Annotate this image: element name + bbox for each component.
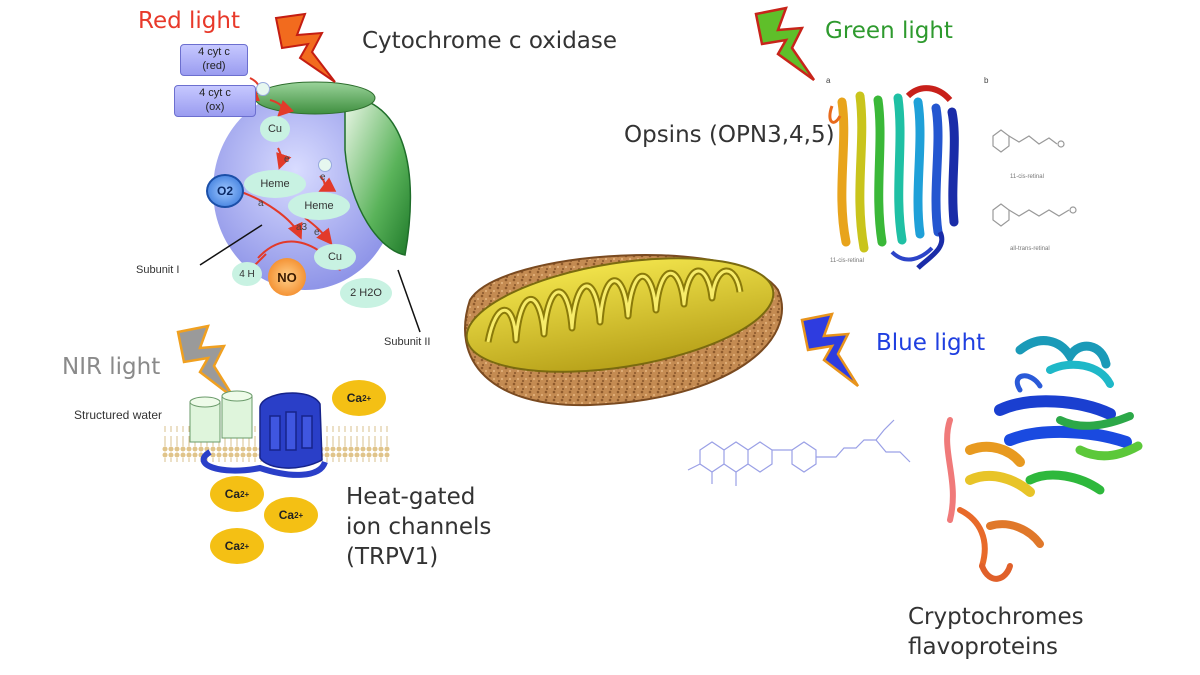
trpv1-protein (200, 392, 328, 478)
no-label: NO (277, 269, 297, 285)
heme-a-label: Heme (260, 178, 290, 190)
cryptochrome-protein-structure (944, 336, 1143, 582)
retinal-11cis-label: 11-cis-retinal (1010, 174, 1044, 180)
cu-b-label: Cu (327, 251, 343, 263)
flavin-molecule-structure (687, 419, 911, 486)
membrane-cap (254, 81, 376, 115)
green-lightning-icon (754, 6, 816, 82)
cyt-red-state: (red) (202, 60, 226, 72)
blue-light-label: Blue light (876, 330, 986, 356)
cryptochromes-line-1: Cryptochromes (908, 604, 1084, 630)
retinal-structures (992, 129, 1077, 227)
heme-a3-label: Heme (304, 200, 334, 212)
cryptochromes-line-2: flavoproteins (908, 634, 1059, 660)
cryptochromes-label: Cryptochromes flavoproteins (908, 602, 1084, 662)
h-plus-label: 4 H (239, 268, 255, 280)
cu-a-node: Cu (260, 116, 290, 142)
trpv1-line-1: Heat-gated (346, 484, 476, 510)
cytochrome-c-oxidase-title: Cytochrome c oxidase (362, 28, 618, 54)
opsin-structure-caption: 11-cis-retinal (830, 258, 864, 264)
no-molecule: NO (268, 258, 306, 296)
subunit-ii-body (344, 95, 412, 256)
trpv1-channel-illustration (162, 390, 390, 478)
electron-bubble (318, 158, 332, 172)
trpv1-line-3: (TRPV1) (346, 544, 439, 570)
opsin-protein-structure (828, 85, 959, 270)
heme-a3-node: Heme (288, 192, 350, 220)
cyt-ox-state: (ox) (205, 101, 225, 113)
cytochrome-c-oxidase-illustration (199, 12, 421, 333)
calcium-symbol: Ca (278, 508, 295, 522)
calcium-charge: 2+ (240, 541, 250, 551)
mitochondrion-matrix (465, 257, 775, 373)
red-lightning-icon (274, 12, 336, 83)
nir-light-label: NIR light (62, 354, 161, 380)
heme-a-sub-label: a (258, 198, 264, 209)
blue-lightning-icon (800, 312, 860, 387)
electron-label: e (314, 227, 320, 238)
calcium-symbol: Ca (224, 539, 241, 553)
green-light-label: Green light (825, 18, 953, 44)
nir-lightning-icon (176, 324, 236, 399)
electron-bubble (256, 82, 270, 96)
cyt-red-label: 4 cyt c (198, 46, 230, 58)
trpv1-line-2: ion channels (346, 514, 492, 540)
subunit-i-label: Subunit I (136, 264, 180, 276)
h2o-label: 2 H2O (350, 287, 382, 299)
heme-a3-sub-label: a3 (296, 222, 308, 233)
subunit-ii-label: Subunit II (384, 336, 431, 348)
trpv1-label: Heat-gated ion channels (TRPV1) (346, 482, 491, 572)
o2-molecule: O2 (206, 174, 244, 208)
retinal-alltrans-label: all-trans-retinal (1010, 246, 1050, 252)
electron-label: e (284, 154, 290, 165)
cu-a-label: Cu (267, 123, 283, 135)
structured-water-label: Structured water (74, 408, 163, 422)
structured-water-cylinders (189, 390, 253, 443)
mitochondrion-illustration (464, 254, 783, 407)
calcium-symbol: Ca (346, 391, 363, 405)
red-light-label: Red light (138, 8, 240, 34)
cyt-c-red-box: 4 cyt c (red) (180, 44, 248, 76)
calcium-charge: 2+ (294, 510, 304, 520)
o2-label: O2 (216, 184, 233, 198)
calcium-charge: 2+ (240, 489, 250, 499)
heme-a-node: Heme (244, 170, 306, 198)
h2o-node: 2 H2O (340, 278, 392, 308)
opsin-panel-b-label: b (984, 76, 989, 85)
electron-label: e (320, 172, 326, 183)
opsins-label: Opsins (OPN3,4,5) (624, 122, 835, 148)
calcium-symbol: Ca (224, 487, 241, 501)
cu-b-node: Cu (314, 244, 356, 270)
cyt-c-ox-box: 4 cyt c (ox) (174, 85, 256, 117)
opsin-panel-a-label: a (826, 76, 831, 85)
calcium-charge: 2+ (362, 393, 372, 403)
cyt-ox-label: 4 cyt c (199, 87, 231, 99)
h-plus-node: 4 H (232, 262, 262, 286)
